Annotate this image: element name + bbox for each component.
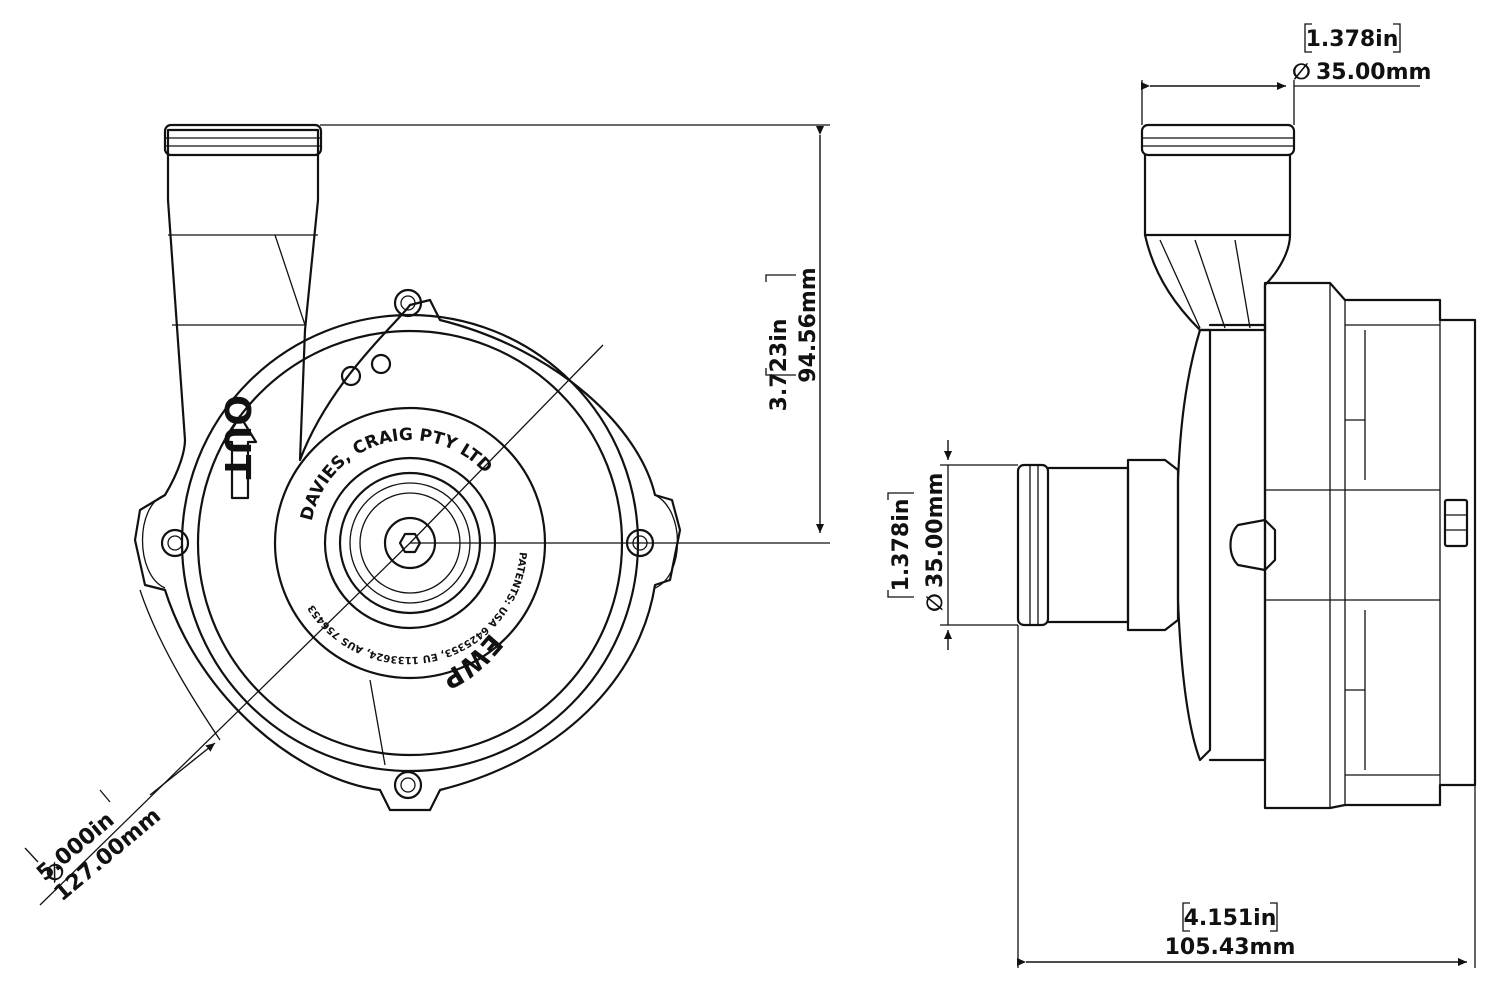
depth-mm: 105.43mm [1165, 935, 1296, 960]
top-outlet-dimension: 1.378in ∅ 35.00mm [1141, 23, 1431, 125]
top-outlet-symbol: ∅ [1292, 60, 1311, 85]
shaft-hex-nut [398, 532, 422, 554]
vent-hole-2 [370, 353, 392, 375]
out-arrow-icon [222, 414, 258, 500]
top-outlet-mm: 35.00mm [1316, 60, 1431, 85]
side-inlet-pipe [1016, 463, 1050, 627]
height-inches: 3.723in [767, 319, 792, 412]
outlet-label: OUT [216, 395, 257, 480]
inlet-symbol: ∅ [923, 593, 948, 612]
side-bolt [1443, 498, 1469, 548]
side-outlet-neck [1140, 123, 1296, 157]
inlet-dimension: 1.378in ∅ 35.00mm [887, 440, 1018, 650]
vent-hole-1 [340, 365, 362, 387]
side-housing [1176, 328, 1212, 762]
lug-bottom [393, 770, 423, 800]
side-view [1016, 123, 1477, 810]
inlet-mm: 35.00mm [923, 473, 948, 588]
body-diameter-dimension: 5.000in ∅ 127.00mm [24, 589, 221, 907]
top-outlet-inches: 1.378in [1306, 27, 1399, 52]
side-hub [1229, 518, 1277, 572]
height-mm: 94.56mm [796, 267, 821, 382]
depth-dimension: 4.151in 105.43mm [1017, 625, 1476, 968]
height-dimension: 3.723in 94.56mm [320, 124, 830, 533]
outlet-neck [163, 123, 323, 157]
side-motor-can [1263, 281, 1477, 810]
lug-left [141, 494, 190, 589]
inlet-inches: 1.378in [889, 499, 914, 592]
depth-inches: 4.151in [1184, 906, 1277, 931]
